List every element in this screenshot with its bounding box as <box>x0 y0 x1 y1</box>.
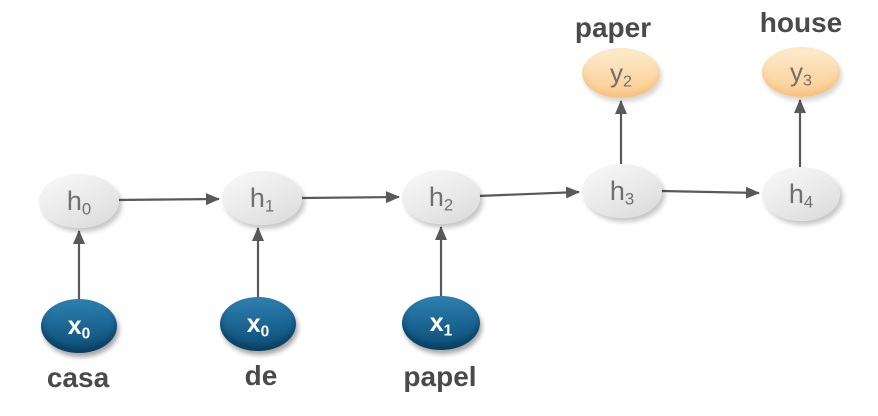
arrow-h3-h4 <box>660 186 760 199</box>
node-label-base: h <box>609 175 625 206</box>
node-label: y3 <box>790 57 812 89</box>
node-label-sub: 2 <box>623 72 632 91</box>
node-label: x0 <box>246 309 270 340</box>
node-label-sub: 3 <box>803 71 812 90</box>
node-label-base: x <box>67 311 82 340</box>
node-label-sub: 0 <box>81 199 92 219</box>
node-label-sub: 1 <box>443 321 453 339</box>
node-label: h2 <box>428 181 454 215</box>
node-label-sub: 2 <box>443 195 454 215</box>
output-node-y2-paper: y2 <box>582 48 660 98</box>
output-node-y3-house: y3 <box>762 47 840 97</box>
node-label-base: h <box>66 185 82 216</box>
node-label-base: x <box>246 309 261 338</box>
node-label-base: y <box>610 58 624 88</box>
output-word-house: house <box>759 7 843 38</box>
node-label: h4 <box>788 178 814 212</box>
node-label: y2 <box>610 58 632 90</box>
input-word-casa: casa <box>46 362 110 393</box>
node-label-base: x <box>429 308 444 337</box>
node-label-sub: 0 <box>260 322 270 340</box>
node-label-base: h <box>249 182 265 213</box>
node-label-base: h <box>428 181 444 212</box>
hidden-node-h4: h4 <box>762 167 840 221</box>
node-label-sub: 3 <box>624 189 635 209</box>
input-node-x1-papel: x1 <box>402 296 480 350</box>
hidden-node-h0: h0 <box>39 174 119 228</box>
node-label: h0 <box>66 185 92 219</box>
node-label-sub: 1 <box>264 196 275 216</box>
input-node-x0-de: x0 <box>220 297 296 351</box>
hidden-node-h2: h2 <box>402 170 480 224</box>
node-label-sub: 4 <box>803 192 814 212</box>
input-node-x0-casa: x0 <box>41 299 117 353</box>
arrow-h2-h3 <box>477 186 580 199</box>
node-label: h3 <box>609 175 635 209</box>
node-label: h1 <box>249 182 275 216</box>
input-word-papel: papel <box>403 361 477 392</box>
node-label: x1 <box>429 308 453 339</box>
node-label-base: y <box>790 57 804 87</box>
arrow-h0-h1 <box>116 193 220 206</box>
output-word-paper: paper <box>574 12 652 43</box>
node-label-base: h <box>788 178 804 209</box>
node-label-sub: 0 <box>81 324 91 342</box>
hidden-node-h1: h1 <box>222 171 302 225</box>
input-word-de: de <box>244 360 278 391</box>
arrow-h1-h2 <box>300 191 400 204</box>
node-label: x0 <box>67 311 91 342</box>
hidden-node-h3: h3 <box>582 164 662 218</box>
